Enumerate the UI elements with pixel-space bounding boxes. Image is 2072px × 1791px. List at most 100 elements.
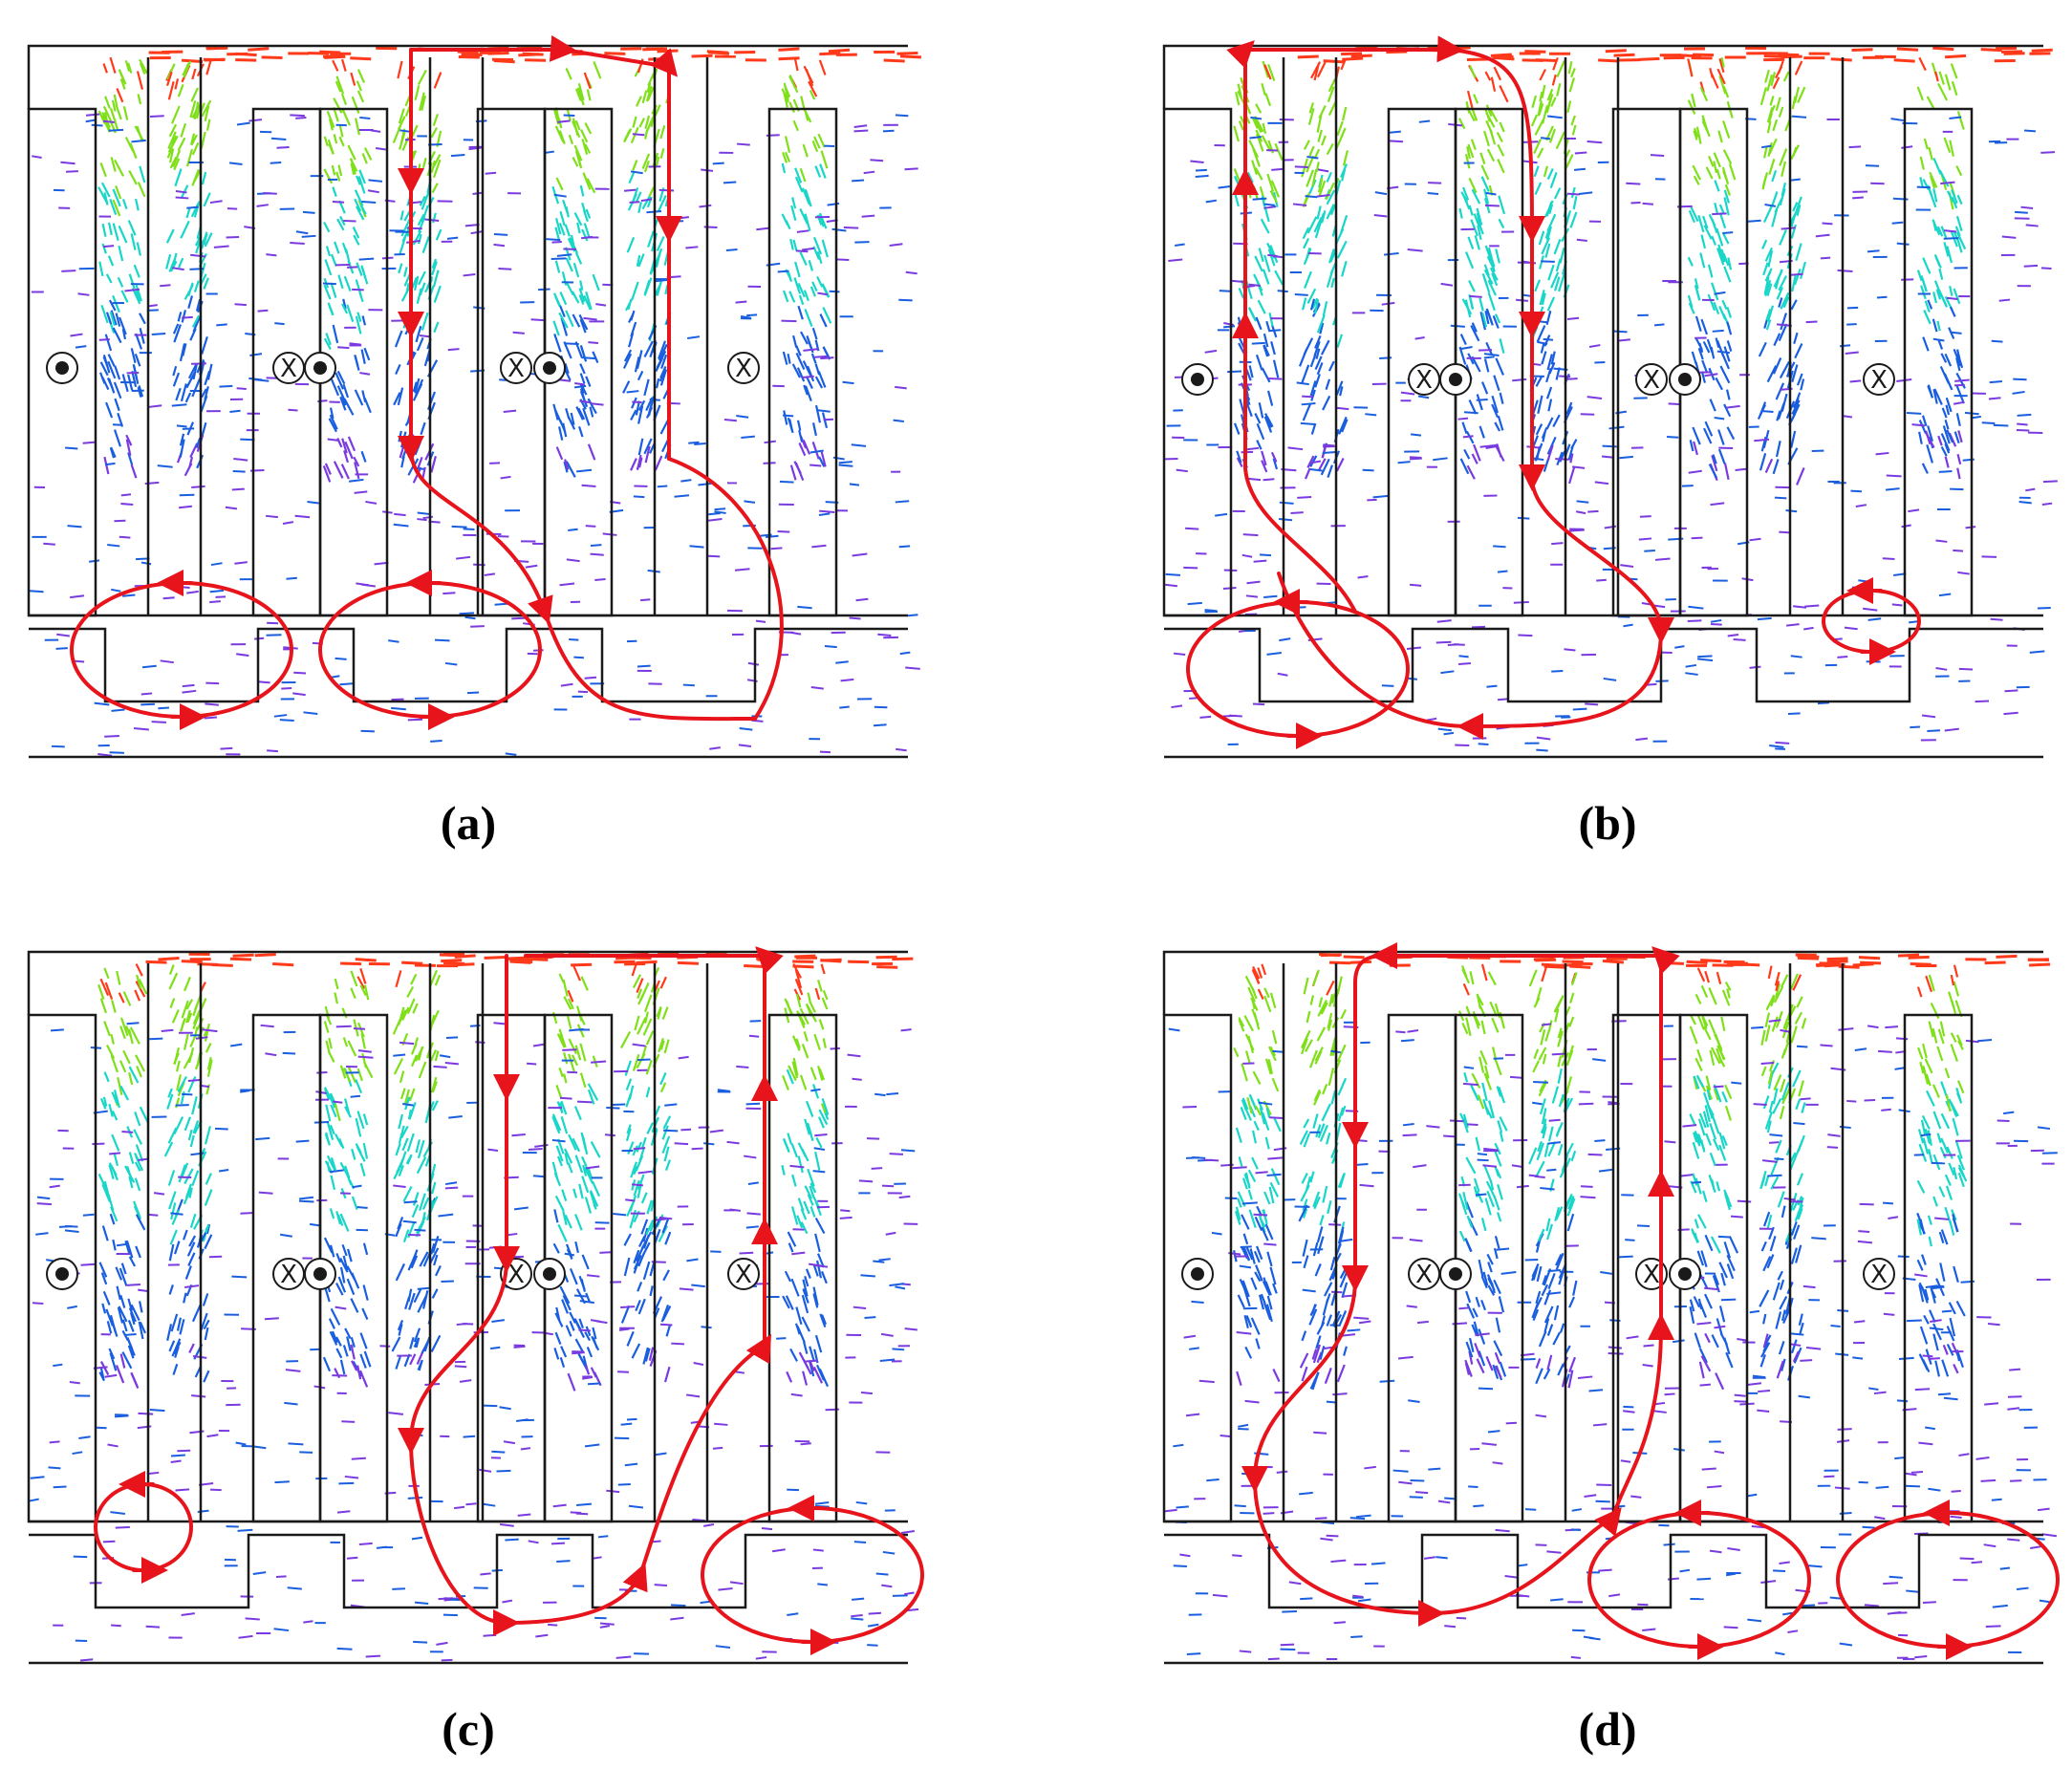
field-arrow xyxy=(1885,487,1900,491)
field-arrow xyxy=(1792,397,1800,408)
field-arrow xyxy=(270,137,287,141)
field-arrow xyxy=(288,408,298,412)
field-arrow xyxy=(797,1155,804,1174)
field-arrow xyxy=(1564,648,1576,652)
field-arrow xyxy=(161,1028,174,1033)
field-arrow xyxy=(181,315,193,319)
field-arrow xyxy=(1244,1346,1253,1359)
field-arrow xyxy=(109,1213,116,1225)
field-arrow xyxy=(905,666,920,670)
field-arrow xyxy=(335,80,342,93)
current-in-cross: X xyxy=(735,355,752,383)
field-arrow xyxy=(1723,266,1732,283)
field-arrow xyxy=(201,335,208,355)
field-arrow xyxy=(151,721,167,723)
field-arrow xyxy=(782,414,794,418)
field-arrow xyxy=(1689,1025,1698,1045)
field-arrow xyxy=(1941,407,1948,419)
field-arrow xyxy=(1852,196,1864,200)
field-arrow xyxy=(1689,440,1694,452)
field-arrow xyxy=(1697,1118,1706,1136)
field-arrow xyxy=(1541,1284,1549,1297)
field-arrow xyxy=(554,1195,565,1212)
field-arrow xyxy=(1485,1355,1494,1371)
field-arrow xyxy=(290,242,305,245)
field-arrow xyxy=(814,987,821,1001)
field-arrow xyxy=(1235,1206,1241,1220)
field-arrow xyxy=(818,456,826,467)
field-arrow xyxy=(853,1305,867,1309)
field-arrow xyxy=(188,1235,197,1247)
field-arrow xyxy=(632,160,638,171)
field-arrow xyxy=(881,1184,895,1188)
field-arrow xyxy=(563,114,575,117)
field-arrow xyxy=(148,404,162,408)
field-arrow xyxy=(346,1556,358,1560)
field-arrow xyxy=(795,352,806,370)
field-arrow xyxy=(800,1442,811,1446)
field-arrow xyxy=(1252,185,1259,199)
field-arrow xyxy=(809,449,824,454)
field-arrow xyxy=(178,1164,186,1183)
field-arrow xyxy=(128,1152,135,1164)
field-arrow xyxy=(1547,1020,1553,1032)
field-arrow xyxy=(102,63,108,74)
field-arrow xyxy=(570,412,575,425)
field-arrow xyxy=(240,1212,254,1215)
field-arrow xyxy=(137,182,146,198)
field-arrow xyxy=(238,1634,253,1639)
field-arrow xyxy=(1251,160,1259,176)
field-arrow xyxy=(634,356,640,373)
field-arrow xyxy=(1222,587,1237,590)
field-arrow xyxy=(325,1132,331,1144)
field-arrow xyxy=(1721,231,1730,245)
field-arrow xyxy=(201,388,207,399)
field-arrow xyxy=(1709,1123,1717,1140)
field-arrow xyxy=(79,1658,94,1662)
field-arrow xyxy=(1918,1143,1928,1162)
field-arrow xyxy=(416,336,424,352)
field-arrow xyxy=(1937,435,1943,446)
field-arrow xyxy=(1901,524,1911,529)
field-arrow xyxy=(470,625,485,628)
field-arrow xyxy=(1790,144,1801,161)
field-arrow xyxy=(53,1363,63,1368)
field-arrow xyxy=(177,312,183,322)
field-arrow xyxy=(1922,1066,1928,1080)
field-arrow xyxy=(397,60,403,79)
field-arrow xyxy=(818,512,831,516)
field-arrow xyxy=(1698,1112,1707,1129)
field-arrow xyxy=(1711,455,1718,472)
field-arrow xyxy=(341,438,348,454)
field-arrow xyxy=(101,1225,109,1241)
field-arrow xyxy=(809,1360,815,1371)
field-arrow xyxy=(1250,1277,1258,1290)
field-arrow xyxy=(1700,1355,1712,1372)
field-arrow xyxy=(160,284,171,288)
field-arrow xyxy=(1258,248,1264,263)
field-arrow xyxy=(136,974,142,989)
field-arrow xyxy=(1545,367,1552,383)
current-out-dot xyxy=(543,1267,556,1281)
field-arrow xyxy=(847,1053,861,1058)
field-arrow xyxy=(689,545,704,549)
field-arrow xyxy=(712,162,724,165)
field-arrow xyxy=(350,1344,356,1360)
field-arrow xyxy=(1991,339,2003,343)
field-arrow xyxy=(565,1325,572,1337)
field-arrow xyxy=(1795,1244,1802,1263)
field-arrow xyxy=(1460,346,1473,350)
field-arrow xyxy=(654,1105,661,1116)
field-arrow xyxy=(1541,84,1546,98)
field-arrow xyxy=(1790,272,1803,276)
field-arrow xyxy=(1758,341,1767,357)
field-arrow xyxy=(134,1161,141,1172)
field-arrow xyxy=(1798,1080,1804,1097)
field-arrow xyxy=(189,1213,197,1228)
field-arrow xyxy=(565,257,573,272)
field-arrow xyxy=(741,435,755,440)
field-arrow xyxy=(350,987,356,1000)
field-arrow xyxy=(798,429,804,442)
field-arrow xyxy=(1713,152,1721,168)
field-arrow xyxy=(403,1200,418,1204)
